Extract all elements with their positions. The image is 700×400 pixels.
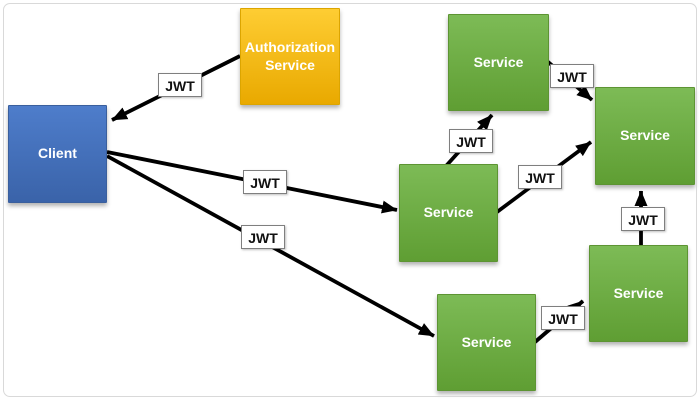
node-service-bottom-right: Service bbox=[589, 245, 688, 342]
edge-label-jwt-service-bottom-middle-to-service-bottom-right: JWT bbox=[541, 306, 585, 330]
edge-label-jwt-service-middle-to-service-top: JWT bbox=[449, 129, 493, 153]
node-service-right-label: Service bbox=[620, 127, 670, 144]
node-service-bottom-right-label: Service bbox=[613, 284, 664, 301]
node-service-middle-label: Service bbox=[423, 204, 474, 221]
edge-label-jwt-client-to-service-bottom-middle: JWT bbox=[241, 225, 285, 249]
node-service-right: Service bbox=[595, 87, 695, 185]
edge-label-jwt-client-to-service-middle: JWT bbox=[243, 170, 287, 194]
edge-label-jwt-auth-to-client: JWT bbox=[158, 73, 202, 97]
node-service-bottom-middle-label: Service bbox=[461, 333, 512, 350]
node-client: Client bbox=[8, 105, 107, 203]
edge-label-jwt-service-bottom-right-to-service-right: JWT bbox=[621, 207, 665, 231]
edge-label-jwt-service-top-to-service-right: JWT bbox=[550, 64, 594, 88]
node-service-top: Service bbox=[448, 14, 549, 111]
edge-label-jwt-service-middle-to-service-right: JWT bbox=[518, 165, 562, 189]
node-service-middle: Service bbox=[399, 164, 498, 262]
node-service-bottom-middle: Service bbox=[437, 294, 536, 391]
node-authorization-service-label: Authorization Service bbox=[244, 39, 336, 73]
node-authorization-service: Authorization Service bbox=[240, 8, 340, 105]
node-service-top-label: Service bbox=[473, 53, 524, 70]
node-client-label: Client bbox=[38, 145, 77, 162]
